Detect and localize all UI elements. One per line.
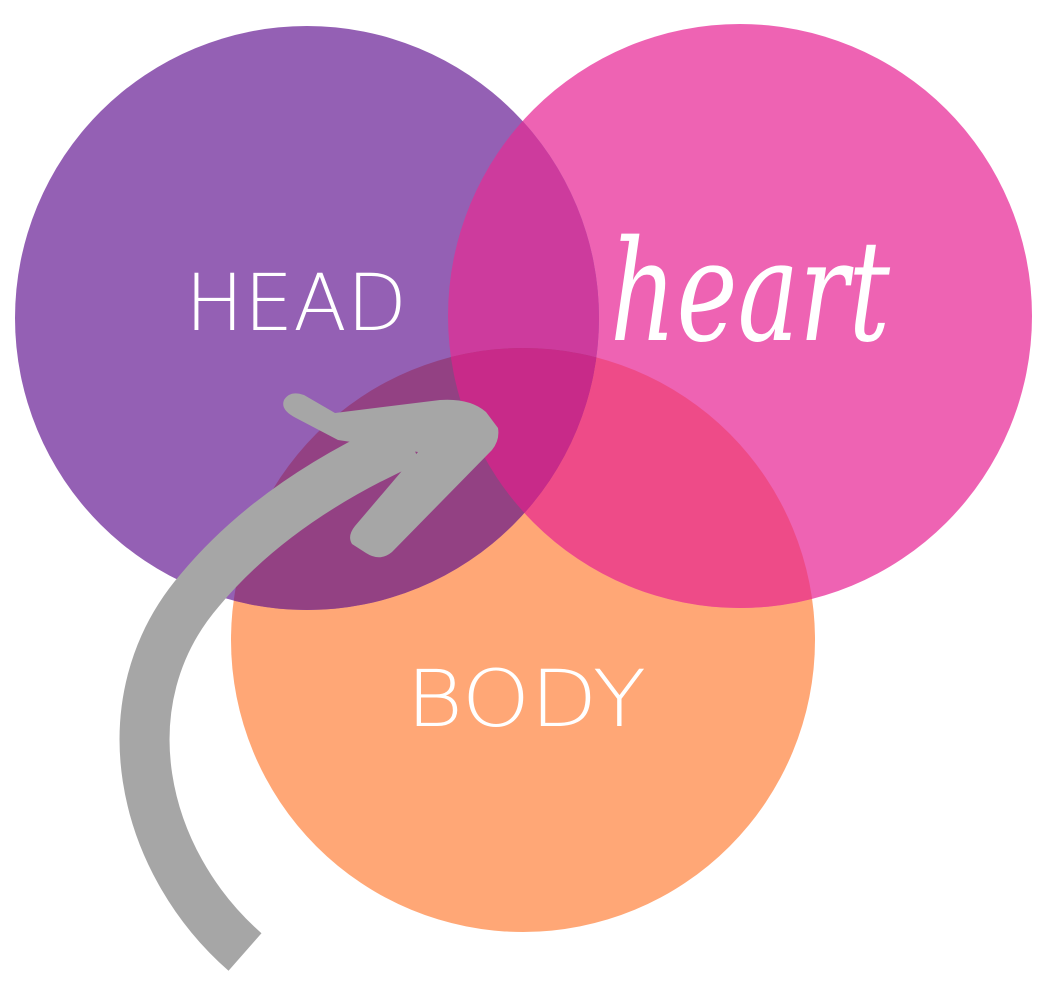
heart-body-overlap bbox=[448, 348, 815, 608]
head-body-overlap bbox=[231, 348, 599, 610]
arrow-shaft bbox=[119, 417, 421, 971]
curved-arrow-icon bbox=[119, 393, 499, 971]
head-label: HEAD bbox=[185, 259, 407, 349]
heart-label: heart bbox=[610, 211, 891, 374]
body-label: BODY bbox=[406, 655, 646, 745]
arrow-head bbox=[283, 393, 499, 558]
